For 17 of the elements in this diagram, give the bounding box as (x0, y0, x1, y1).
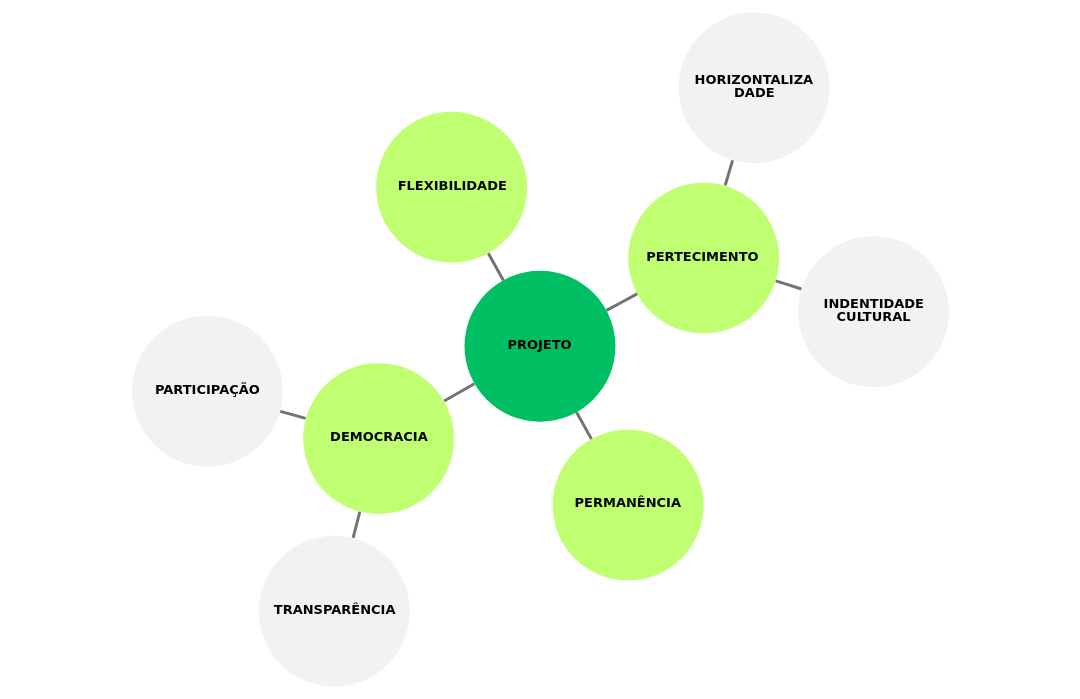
connector (351, 511, 361, 539)
node-circle: PARTICIPAÇÃO (131, 315, 283, 467)
node-circle: PERMANÊNCIA (552, 429, 703, 581)
connector (723, 159, 734, 186)
node-circle: FLEXIBILIDADE (375, 111, 527, 263)
node-circle: INDENTIDADE CULTURAL (797, 236, 949, 388)
connector (574, 411, 593, 440)
node-circle: DEMOCRACIA (302, 363, 454, 514)
node-circle: PERTECIMENTO (627, 182, 779, 334)
connector (774, 279, 802, 291)
connector (279, 409, 306, 420)
node-circle: PROJETO (464, 270, 615, 422)
connector (442, 382, 475, 403)
connector (486, 252, 505, 281)
connector (605, 292, 638, 312)
node-circle: HORIZONTALIZA DADE (678, 12, 829, 164)
node-circle: TRANSPARÊNCIA (258, 535, 410, 687)
